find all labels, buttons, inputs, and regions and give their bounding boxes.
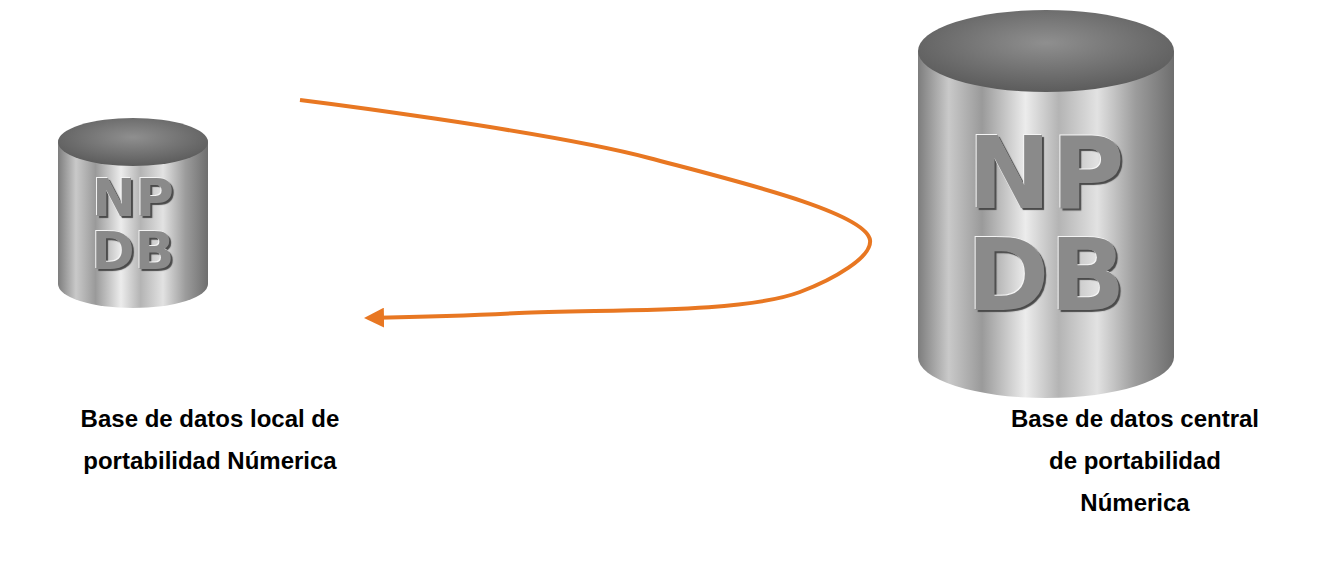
- database-caption: Base de datos local de portabilidad Núme…: [70, 398, 350, 482]
- cylinder-top: [58, 118, 208, 166]
- loop-arrow: [300, 100, 870, 318]
- database-cylinder: NP DBBase de datos local de portabilidad…: [58, 118, 208, 308]
- cylinder-body: [58, 142, 208, 308]
- embossed-label: NP DB: [966, 123, 1125, 327]
- cylinder-top: [918, 10, 1174, 92]
- embossed-label: NP DB: [92, 172, 175, 278]
- cylinder-body: [918, 51, 1174, 398]
- database-cylinder: NP DBBase de datos central de portabilid…: [918, 10, 1174, 398]
- database-caption: Base de datos central de portabilidad Nú…: [995, 398, 1275, 524]
